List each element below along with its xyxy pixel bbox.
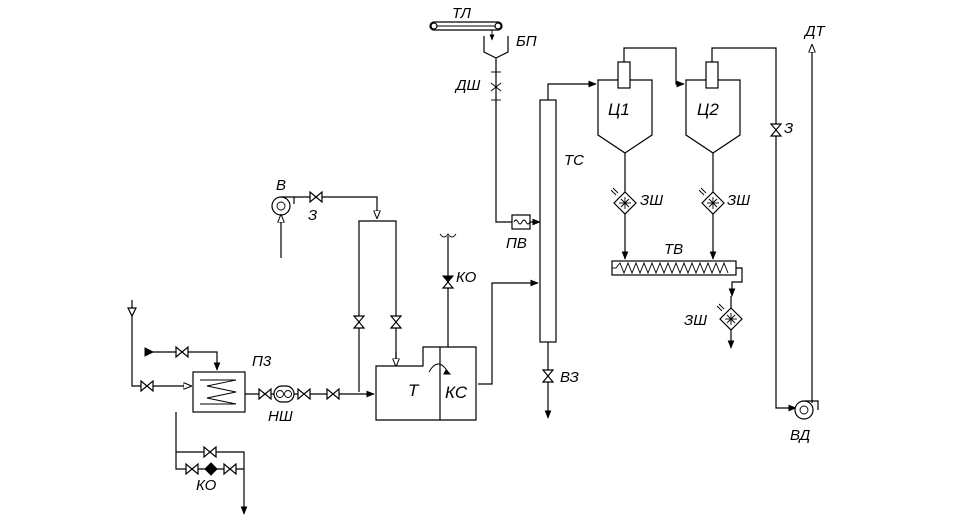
hopper-bp [483, 36, 509, 59]
valve-drain-top [203, 445, 217, 459]
cyclone-c2 [685, 61, 741, 154]
ks-to-ts-line [478, 279, 539, 385]
label-zsh-left: ЗШ [640, 192, 663, 209]
label-p3: П3 [252, 353, 272, 370]
label-vd: ВД [790, 427, 811, 444]
label-tl: ТЛ [452, 5, 472, 22]
transporter-tl [429, 21, 503, 31]
label-bp: БП [516, 33, 537, 50]
valve-drain-1 [185, 462, 199, 476]
label-v: В [276, 177, 286, 194]
label-ko-bottom: КО [196, 477, 217, 494]
valve-fuel-2 [297, 387, 311, 401]
sluice-gate-zsh-left [610, 187, 637, 215]
steam-in-arrow [144, 347, 155, 357]
ts-to-c1-line [547, 80, 597, 100]
air-fan-v [271, 196, 295, 216]
label-vz: ВЗ [560, 369, 579, 386]
label-t: Т [408, 381, 420, 400]
label-ts: ТС [564, 152, 584, 169]
c1-to-c2-line [623, 47, 685, 88]
valve-air-right [389, 315, 403, 329]
valve-ko-top [441, 275, 455, 289]
air-main-line [294, 196, 377, 218]
valve-vz [541, 369, 555, 383]
label-z-left: З [308, 207, 317, 224]
label-nsh: НШ [268, 408, 293, 425]
air-split-lines [358, 220, 397, 392]
valve-fuel-1 [258, 387, 272, 401]
exhaust-fan-vd [794, 400, 819, 420]
sluice-gate-zsh-right [698, 187, 725, 215]
valve-air-left [352, 315, 366, 329]
label-c2: Ц2 [697, 100, 719, 119]
drain-line [175, 412, 248, 515]
feeder-pv [511, 214, 531, 230]
valve-z-right [769, 123, 783, 137]
valve-fuel-in [140, 379, 154, 393]
sluice-gate-zsh-bottom [716, 303, 743, 331]
tv-outlet [728, 267, 743, 297]
label-tv: ТВ [664, 241, 683, 258]
label-dsh: ДШ [454, 77, 481, 94]
pump-nsh [273, 385, 295, 403]
cyclone-c1 [597, 61, 653, 154]
drain-bypass-line [176, 451, 245, 469]
steam-in-line [145, 351, 221, 371]
valve-fuel-3 [326, 387, 340, 401]
label-ks: КС [445, 383, 468, 402]
valve-z-left [309, 190, 323, 204]
c2-to-vd-line [711, 47, 797, 412]
dsh-to-pv-line [495, 110, 512, 223]
valve-drain-2 [223, 462, 237, 476]
fuel-in-arrow [127, 307, 137, 318]
label-ko-top: КО [456, 269, 477, 286]
ko-top-outlet [439, 233, 457, 238]
pipe-dryer-ts [539, 99, 557, 343]
dosing-screw-dsh [490, 58, 502, 110]
label-zsh-right: ЗШ [727, 192, 750, 209]
valve-steam [175, 345, 189, 359]
heater-p3 [192, 371, 246, 413]
label-pv: ПВ [506, 235, 527, 252]
fuel-in-line [131, 300, 191, 386]
screw-conveyor-tv [611, 260, 737, 276]
label-zsh-bottom: ЗШ [684, 312, 707, 329]
label-z-right: З [784, 120, 793, 137]
check-valve-ko-bottom [204, 462, 218, 476]
furnace-t-ks [375, 346, 477, 421]
label-dt: ДТ [803, 23, 827, 40]
label-c1: Ц1 [608, 100, 630, 119]
